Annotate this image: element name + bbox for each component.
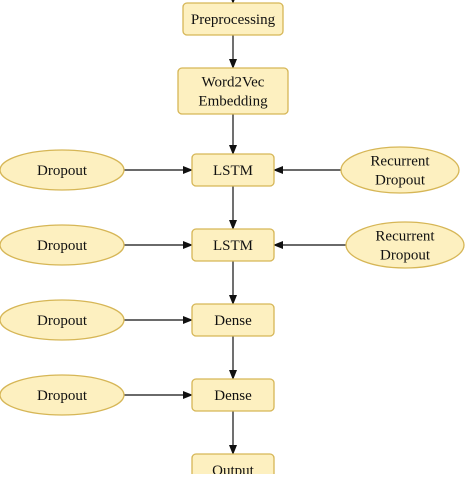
node-dropout2-shape: [0, 224, 125, 266]
node-recurrent-dropout2-label: Recurrent: [375, 229, 435, 245]
node-output: Output: [191, 453, 275, 479]
node-recurrent-dropout2-shape: [345, 221, 465, 269]
node-recurrent-dropout1-shape: [340, 146, 460, 194]
node-lstm1: LSTM: [191, 153, 275, 187]
node-dense1-label: Dense: [214, 313, 252, 329]
node-dropout3-label: Dropout: [37, 313, 88, 329]
node-lstm2-shape: [191, 228, 275, 262]
node-word2vec-label: Embedding: [198, 94, 268, 110]
node-recurrent-dropout1-label: Dropout: [375, 173, 426, 189]
node-preprocessing-label: Preprocessing: [191, 12, 276, 28]
node-dropout3-shape: [0, 299, 125, 341]
node-recurrent-dropout2-label: Dropout: [380, 248, 431, 264]
node-lstm2: LSTM: [191, 228, 275, 262]
node-dropout1-shape: [0, 149, 125, 191]
node-dense1-shape: [191, 303, 275, 337]
node-dropout1-label: Dropout: [37, 163, 88, 179]
node-lstm1-label: LSTM: [213, 163, 253, 179]
node-dense2-shape: [191, 378, 275, 412]
node-dense1: Dense: [191, 303, 275, 337]
node-dropout2: Dropout: [0, 224, 125, 266]
node-dense2: Dense: [191, 378, 275, 412]
node-dropout4: Dropout: [0, 374, 125, 416]
node-word2vec-label: Word2Vec: [202, 75, 265, 91]
node-dense2-label: Dense: [214, 388, 252, 404]
node-recurrent-dropout1-label: Recurrent: [370, 154, 430, 170]
node-lstm1-shape: [191, 153, 275, 187]
node-dropout3: Dropout: [0, 299, 125, 341]
node-dropout2-label: Dropout: [37, 238, 88, 254]
node-output-label: Output: [212, 463, 255, 474]
node-preprocessing-shape: [182, 2, 284, 36]
node-lstm2-label: LSTM: [213, 238, 253, 254]
node-dropout4-shape: [0, 374, 125, 416]
node-output-shape: [191, 453, 275, 479]
edges-layer: [124, 0, 346, 455]
node-dropout4-label: Dropout: [37, 388, 88, 404]
node-word2vec-shape: [177, 67, 289, 115]
node-dropout1: Dropout: [0, 149, 125, 191]
node-preprocessing: Preprocessing: [182, 2, 284, 36]
